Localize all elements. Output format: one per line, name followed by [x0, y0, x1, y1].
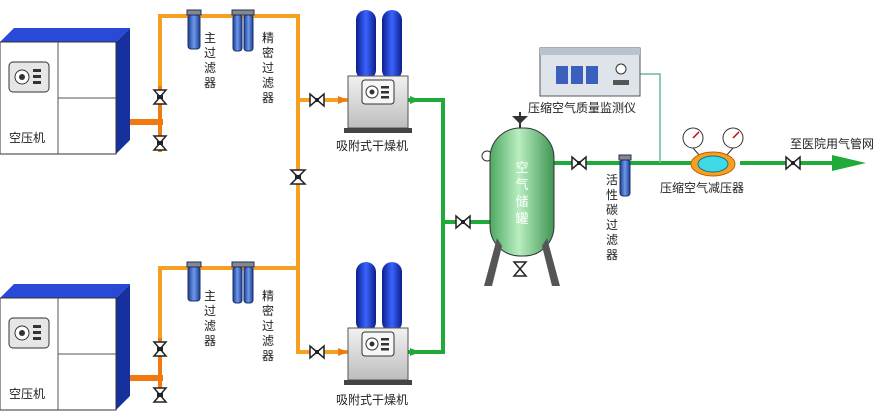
- filter-icon: [186, 9, 632, 304]
- air-compressor-bottom: 空压机: [0, 284, 130, 411]
- pressure-regulator: 压缩空气减压器: [660, 127, 744, 195]
- monitor-label: 压缩空气质量监测仪: [528, 100, 636, 115]
- tank-label: 空气储罐: [515, 161, 528, 227]
- dryer-label-bottom: 吸附式干燥机: [336, 393, 408, 407]
- valve-handle-icon: [157, 95, 795, 397]
- drain-valve-icon: [512, 261, 528, 277]
- precision-filter-label-top: 精密过滤器: [262, 31, 274, 105]
- air-compressor-top: 空压机: [0, 28, 130, 155]
- air-receiver-tank: 空气储罐: [481, 112, 560, 286]
- carbon-filter-label: 活性碳过滤器: [606, 173, 618, 262]
- precision-filter-label-bottom: 精密过滤器: [262, 289, 274, 363]
- flow-arrow-icon: [338, 96, 348, 104]
- outlet-label: 至医院用气管网: [790, 136, 874, 151]
- flow-arrow-icon: [410, 348, 420, 356]
- regulator-label: 压缩空气减压器: [660, 180, 744, 195]
- safety-valve-icon: [512, 116, 528, 124]
- main-filter-label-top: 主过滤器: [204, 31, 216, 90]
- green-piping: [408, 98, 832, 354]
- dryer-label-top: 吸附式干燥机: [336, 139, 408, 153]
- air-quality-monitor: 压缩空气质量监测仪: [528, 47, 641, 115]
- compressor-label-bottom: 空压机: [9, 387, 45, 401]
- main-filter-label-bottom: 主过滤器: [204, 289, 216, 348]
- adsorption-dryer-bottom: 吸附式干燥机: [336, 262, 412, 407]
- flow-arrow-icon: [338, 348, 348, 356]
- outlet-arrow-icon: [832, 155, 866, 171]
- adsorption-dryer-top: 吸附式干燥机: [336, 0, 412, 153]
- flow-arrow-icon: [410, 96, 420, 104]
- compressor-label-top: 空压机: [9, 131, 45, 145]
